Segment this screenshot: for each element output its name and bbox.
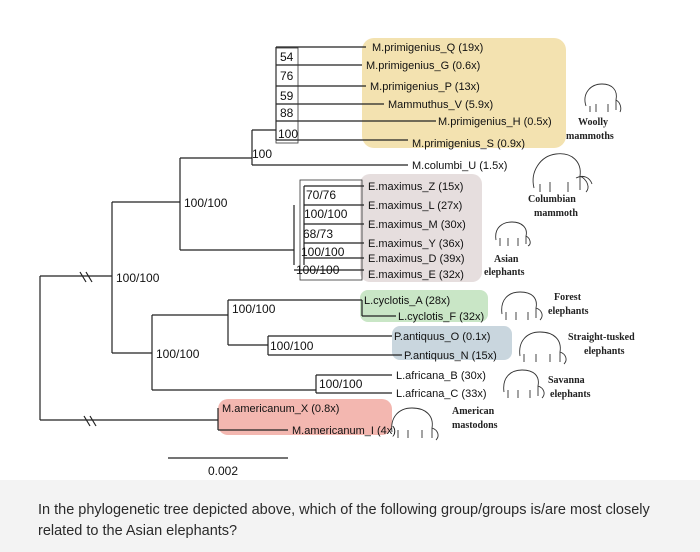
taxon-label: M.primigenius_S (0.9x) (412, 138, 525, 150)
taxon-label: M.americanum_X (0.8x) (222, 403, 339, 415)
group-label-mastodon-2: mastodons (452, 420, 498, 431)
straight-tusked-elephant-icon (519, 331, 567, 365)
taxon-label: M.primigenius_H (0.5x) (438, 116, 552, 128)
support-value: 100/100 (184, 196, 228, 210)
savanna-elephant-icon (503, 369, 545, 399)
group-label-savanna-1: Savanna (548, 375, 585, 386)
asian-elephant-icon (495, 221, 531, 247)
group-label-columbian-1: Columbian (528, 194, 576, 205)
support-value: 100/100 (304, 207, 348, 221)
taxon-label: M.columbi_U (1.5x) (412, 160, 507, 172)
group-label-woolly-2: mammoths (566, 131, 614, 142)
group-label-forest-2: elephants (548, 306, 589, 317)
group-label-savanna-2: elephants (550, 389, 591, 400)
forest-elephant-icon (501, 291, 543, 321)
taxon-label: L.cyclotis_F (32x) (398, 311, 484, 323)
mastodon-highlight (218, 399, 392, 435)
group-label-asian-1: Asian (494, 254, 519, 265)
taxon-label: M.primigenius_P (13x) (370, 81, 480, 93)
straight-tusked-highlight (392, 326, 512, 360)
taxon-label: Mammuthus_V (5.9x) (388, 99, 493, 111)
group-label-columbian-2: mammoth (534, 208, 578, 219)
taxon-label: M.americanum_I (4x) (292, 425, 396, 437)
support-value: 100 (278, 127, 298, 141)
group-label-straight-2: elephants (584, 346, 625, 357)
support-value: 54 (280, 50, 294, 64)
taxon-label: P.antiquus_O (0.1x) (394, 331, 490, 343)
forest-elephant-highlight (360, 290, 488, 322)
support-value: 100/100 (116, 271, 160, 285)
taxon-label: L.cyclotis_A (28x) (364, 295, 450, 307)
woolly-mammoth-icon (584, 83, 622, 113)
taxon-label: E.maximus_D (39x) (368, 253, 465, 265)
question-text: In the phylogenetic tree depicted above,… (38, 502, 650, 539)
support-value: 100/100 (156, 347, 200, 361)
support-value: 100 (252, 147, 272, 161)
group-label-straight-1: Straight-tusked (568, 332, 635, 343)
scale-bar-label: 0.002 (208, 464, 238, 478)
american-mastodon-icon (391, 407, 439, 441)
support-value: 100/100 (319, 377, 363, 391)
taxon-label: P.antiquus_N (15x) (404, 350, 497, 362)
support-value: 59 (280, 89, 294, 103)
taxon-label: E.maximus_Z (15x) (368, 181, 463, 193)
taxon-label: E.maximus_E (32x) (368, 269, 464, 281)
taxon-label: E.maximus_L (27x) (368, 200, 462, 212)
support-value: 88 (280, 106, 294, 120)
woolly-mammoth-highlight (362, 38, 566, 148)
taxon-label: E.maximus_M (30x) (368, 219, 466, 231)
support-value: 100/100 (270, 339, 314, 353)
columbian-mammoth-icon (532, 153, 593, 193)
phylogenetic-tree: M.primigenius_Q (19x) M.primigenius_G (0… (39, 38, 635, 478)
group-label-asian-2: elephants (484, 267, 525, 278)
taxon-label: E.maximus_Y (36x) (368, 238, 464, 250)
taxon-label: L.africana_C (33x) (396, 388, 487, 400)
taxon-label: M.primigenius_G (0.6x) (366, 60, 480, 72)
support-value: 68/73 (303, 227, 333, 241)
support-boxes (275, 47, 363, 281)
support-value: 100/100 (296, 263, 340, 277)
support-value: 76 (280, 69, 294, 83)
group-label-woolly-1: Woolly (578, 117, 608, 128)
support-value: 70/76 (306, 188, 336, 202)
group-label-mastodon-1: American (452, 406, 495, 417)
group-label-forest-1: Forest (554, 292, 582, 303)
taxon-label: M.primigenius_Q (19x) (372, 42, 483, 54)
taxon-label: L.africana_B (30x) (396, 370, 486, 382)
support-value: 100/100 (301, 245, 345, 259)
asian-elephant-highlight (360, 174, 482, 282)
support-value: 100/100 (232, 302, 276, 316)
